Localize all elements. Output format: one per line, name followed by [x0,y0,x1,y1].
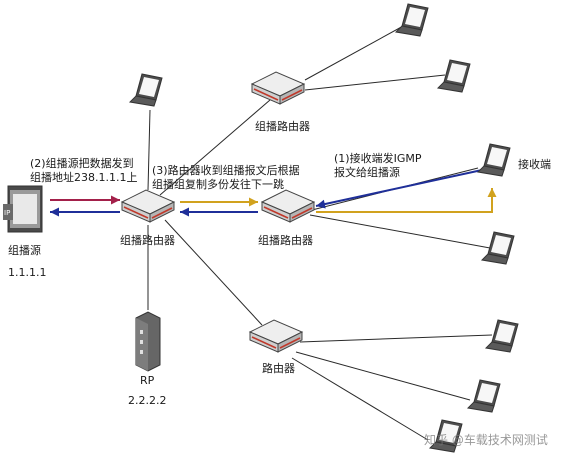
link-bottom-laptop1 [299,334,493,343]
svg-text:IP: IP [4,209,10,217]
link-bottom-laptop3 [291,357,429,441]
center-router-icon [121,189,175,223]
center-router-label: 组播路由器 [120,234,175,247]
rp-ip-label: 2.2.2.2 [128,394,167,407]
step3-annotation: (3)路由器收到组播报文后根据 组播组复制多份发往下一跳 [152,164,300,191]
link-bottom-laptop2 [295,351,471,401]
source-monitor-icon: IP [3,185,43,233]
arrow-right-to-center [180,207,258,217]
link-top-router-laptop1 [304,24,406,81]
top-router-icon [251,71,305,105]
link-top-router-laptop2 [304,74,446,91]
step2-annotation: (2)组播源把数据发到 组播地址238.1.1.1上 [30,157,138,184]
laptop-icon [485,319,519,353]
link-center-top-laptop [147,109,151,191]
right-router-icon [261,189,315,223]
receiver-label: 接收端 [518,158,551,171]
arrow-source-to-router [50,195,120,205]
bottom-router-icon [249,319,303,353]
bottom-router-label: 路由器 [262,362,295,375]
receiver-laptop-icon [477,143,511,177]
laptop-icon [467,379,501,413]
link-right-laptop [309,214,491,249]
link-center-bottom-router [164,219,263,326]
arrow-layer [50,169,497,217]
arrow-receiver-igmp [315,169,483,209]
top-router-label: 组播路由器 [255,120,310,133]
right-router-label: 组播路由器 [258,234,313,247]
rp-server-icon [135,311,161,372]
laptop-icon [395,3,429,37]
laptop-icon [437,59,471,93]
laptop-icon [129,73,163,107]
watermark: 知乎 @车载技术网测试 [424,433,548,447]
arrow-router-to-source [50,207,120,217]
source-label: 组播源 [8,244,41,257]
link-center-top-router [159,99,271,196]
rp-label: RP [140,374,155,387]
arrow-right-to-receiver [316,188,497,213]
arrow-center-to-right [180,197,258,207]
laptop-icon [481,231,515,265]
step1-annotation: (1)接收端发IGMP 报文给组播源 [334,152,422,179]
source-ip-label: 1.1.1.1 [8,266,47,279]
connection-lines [147,24,493,441]
